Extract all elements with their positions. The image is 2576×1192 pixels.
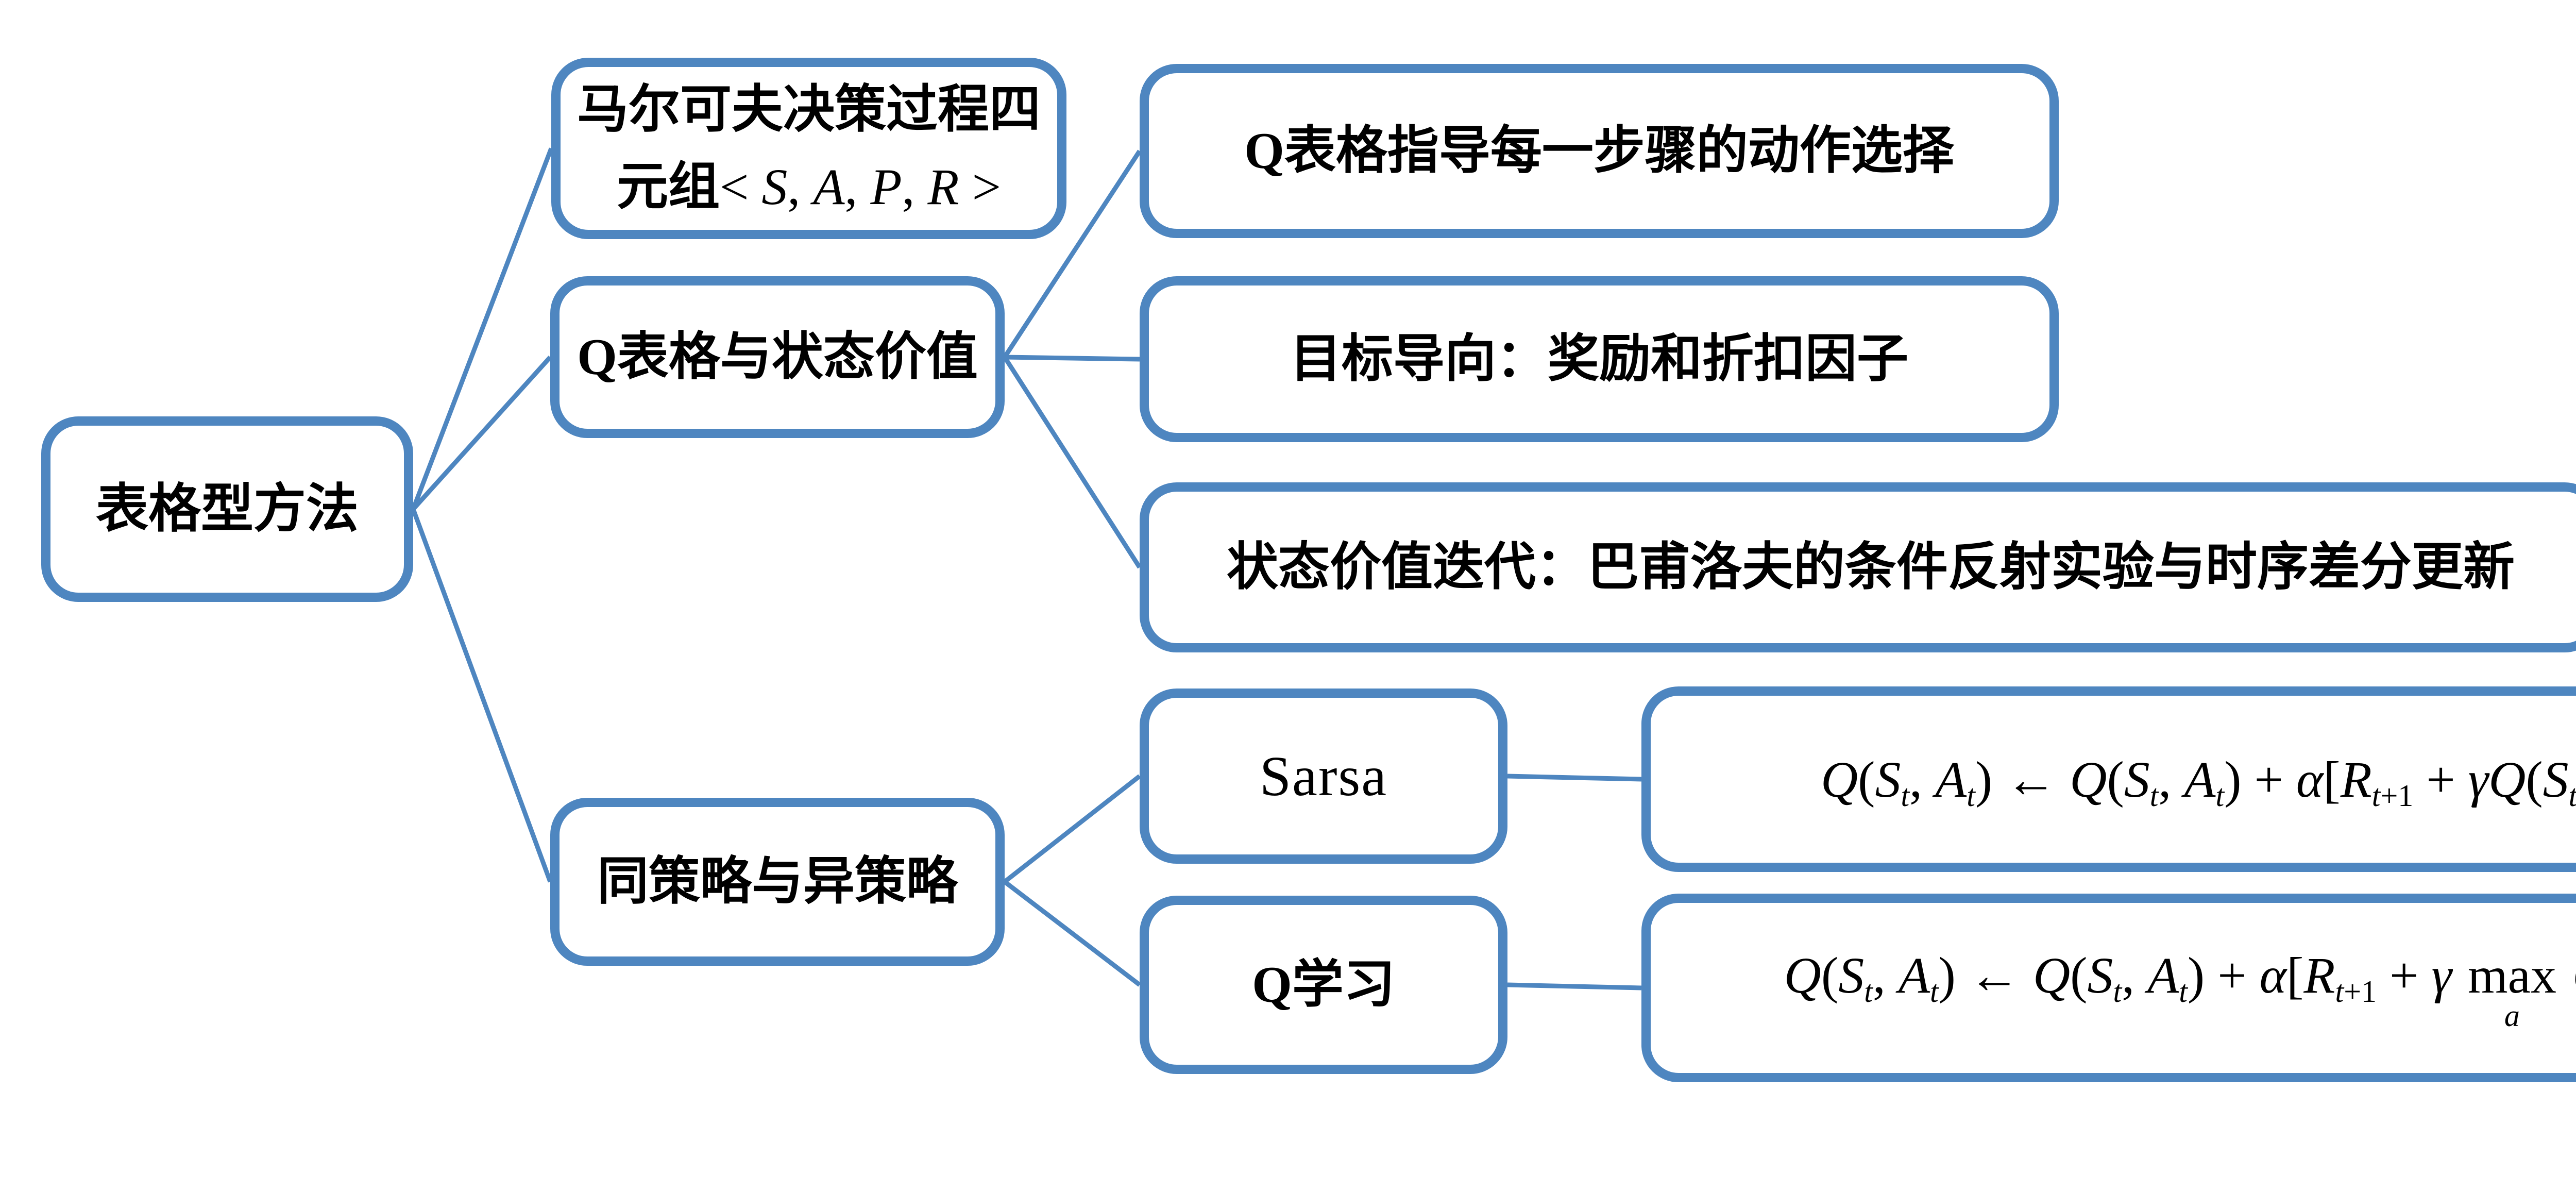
node-label: 同策略与异策略 bbox=[597, 853, 958, 910]
node-label: 目标导向：奖励和折扣因子 bbox=[1290, 330, 1908, 388]
node-label-line2: 元组< S, A, P, R > bbox=[616, 158, 1002, 215]
node-tabular-methods[interactable]: 表格型方法 bbox=[41, 416, 413, 602]
node-label: Q表格与状态价值 bbox=[577, 328, 978, 385]
node-label: 表格型方法 bbox=[96, 480, 359, 539]
node-q-learning[interactable]: Q学习 bbox=[1140, 896, 1507, 1074]
connector-root-mdp bbox=[411, 147, 554, 510]
node-on-policy-off-policy[interactable]: 同策略与异策略 bbox=[550, 798, 1005, 966]
connector-policy-qlearning bbox=[1003, 880, 1141, 987]
connector-qtable-qguide bbox=[1003, 149, 1142, 359]
node-q-table-guides-actions[interactable]: Q表格指导每一步骤的动作选择 bbox=[1140, 64, 2059, 238]
node-sarsa[interactable]: Sarsa bbox=[1140, 689, 1507, 864]
node-label: 状态价值迭代：巴甫洛夫的条件反射实验与时序差分更新 bbox=[1227, 539, 2515, 596]
node-mdp-tuple[interactable]: 马尔可夫决策过程四 元组< S, A, P, R > bbox=[551, 58, 1066, 239]
connector-root-policy bbox=[411, 508, 553, 883]
connector-qlearning-qlearning_formula bbox=[1507, 982, 1642, 990]
formula-text: Q(St, At) ← Q(St, At) + α[Rt+1 + γQ(St+1… bbox=[1820, 750, 2576, 813]
connector-qtable-valueiter bbox=[1003, 356, 1142, 569]
node-label: Sarsa bbox=[1259, 744, 1388, 808]
node-label: Q学习 bbox=[1252, 956, 1395, 1013]
node-q-table-state-value[interactable]: Q表格与状态价值 bbox=[550, 276, 1005, 438]
connector-sarsa-sarsa_formula bbox=[1507, 774, 1642, 782]
connector-root-qtable bbox=[411, 355, 552, 511]
node-goal-oriented[interactable]: 目标导向：奖励和折扣因子 bbox=[1140, 276, 2059, 442]
node-sarsa-update-formula[interactable]: Q(St, At) ← Q(St, At) + α[Rt+1 + γQ(St+1… bbox=[1641, 686, 2576, 872]
node-state-value-iteration[interactable]: 状态价值迭代：巴甫洛夫的条件反射实验与时序差分更新 bbox=[1140, 482, 2576, 652]
connector-qtable-goal bbox=[1004, 355, 1140, 362]
node-label-line1: 马尔可夫决策过程四 bbox=[577, 81, 1041, 138]
connector-policy-sarsa bbox=[1003, 774, 1141, 884]
node-label: Q表格指导每一步骤的动作选择 bbox=[1244, 122, 1954, 179]
